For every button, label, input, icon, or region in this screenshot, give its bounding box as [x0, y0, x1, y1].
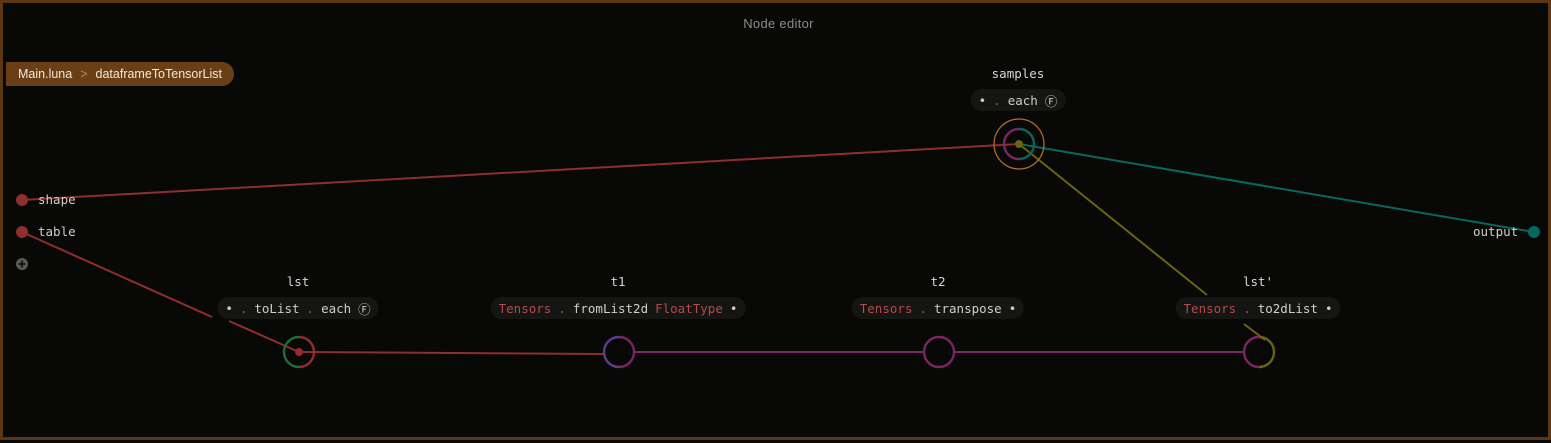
node-name-t1[interactable]: t1	[610, 274, 626, 289]
edge-table-to-lst[interactable]	[21, 231, 213, 318]
expr-token: •	[729, 300, 738, 316]
node-name-lst[interactable]: lst	[286, 274, 310, 289]
node-lst-prime[interactable]	[1242, 335, 1276, 369]
breadcrumb-item-function[interactable]: dataframeToTensorList	[95, 67, 222, 81]
expr-token: •	[1324, 300, 1333, 316]
node-t2[interactable]	[922, 335, 956, 369]
expr-token: fromList2d	[572, 300, 649, 316]
input-port-shape[interactable]	[16, 194, 28, 206]
input-port-table[interactable]	[16, 226, 28, 238]
node-t1[interactable]	[602, 335, 636, 369]
input-port-label-shape: shape	[38, 192, 76, 207]
node-samples[interactable]	[993, 118, 1045, 170]
expr-token: •	[1008, 300, 1017, 316]
expr-token: Ⓕ	[1044, 93, 1058, 109]
node-name-t2[interactable]: t2	[930, 274, 946, 289]
expr-token: Tensors	[1183, 300, 1237, 316]
node-name-samples[interactable]: samples	[991, 66, 1045, 81]
expr-token: .	[1243, 300, 1251, 316]
expr-token: •	[225, 300, 233, 316]
input-port-label-table: table	[38, 224, 76, 239]
expr-token: FloatType	[655, 300, 723, 316]
expr-token: to2dList	[1257, 300, 1318, 316]
expr-token: Tensors	[498, 300, 552, 316]
edge-table-to-lst-tail	[228, 320, 300, 353]
graph-layer	[16, 118, 1540, 369]
output-port[interactable]	[1528, 226, 1540, 238]
expr-token: •	[978, 92, 987, 108]
expr-token: transpose	[933, 300, 1002, 316]
node-expression-lst-prime[interactable]: Tensors. to2dList •	[1175, 297, 1341, 319]
breadcrumb-separator: >	[80, 67, 88, 81]
expr-token: .	[239, 300, 248, 316]
expr-token: Tensors	[859, 300, 913, 316]
breadcrumb: Main.luna > dataframeToTensorList	[6, 62, 234, 86]
expr-token: .	[993, 92, 1001, 108]
edge-shape-to-samples[interactable]	[21, 143, 1020, 201]
expr-token: Ⓕ	[358, 301, 371, 317]
node-name-lst-prime[interactable]: lst'	[1242, 274, 1274, 289]
edge-lst-to-t1[interactable]	[298, 351, 604, 355]
breadcrumb-item-main[interactable]: Main.luna	[18, 67, 73, 81]
edge-samples-to-output[interactable]	[1018, 143, 1535, 233]
node-expression-t2[interactable]: Tensors. transpose •	[851, 297, 1025, 319]
expr-token: .	[306, 300, 315, 316]
node-expression-t1[interactable]: Tensors. fromList2d FloatType •	[490, 297, 746, 319]
node-expression-samples[interactable]: •. each Ⓕ	[970, 89, 1066, 111]
edge-samples-to-lst-prime[interactable]	[1018, 143, 1208, 296]
window-title: Node editor	[743, 16, 814, 31]
node-lst[interactable]	[282, 335, 316, 369]
expr-token: .	[558, 300, 566, 316]
expr-token: each	[1007, 92, 1038, 108]
node-expression-lst[interactable]: •. toList. each Ⓕ	[217, 297, 379, 319]
plus-circle-icon[interactable]	[16, 258, 28, 270]
expr-token: each	[321, 300, 352, 316]
output-port-label: output	[1473, 224, 1519, 239]
expr-token: toList	[254, 300, 300, 316]
expr-token: .	[919, 300, 927, 316]
